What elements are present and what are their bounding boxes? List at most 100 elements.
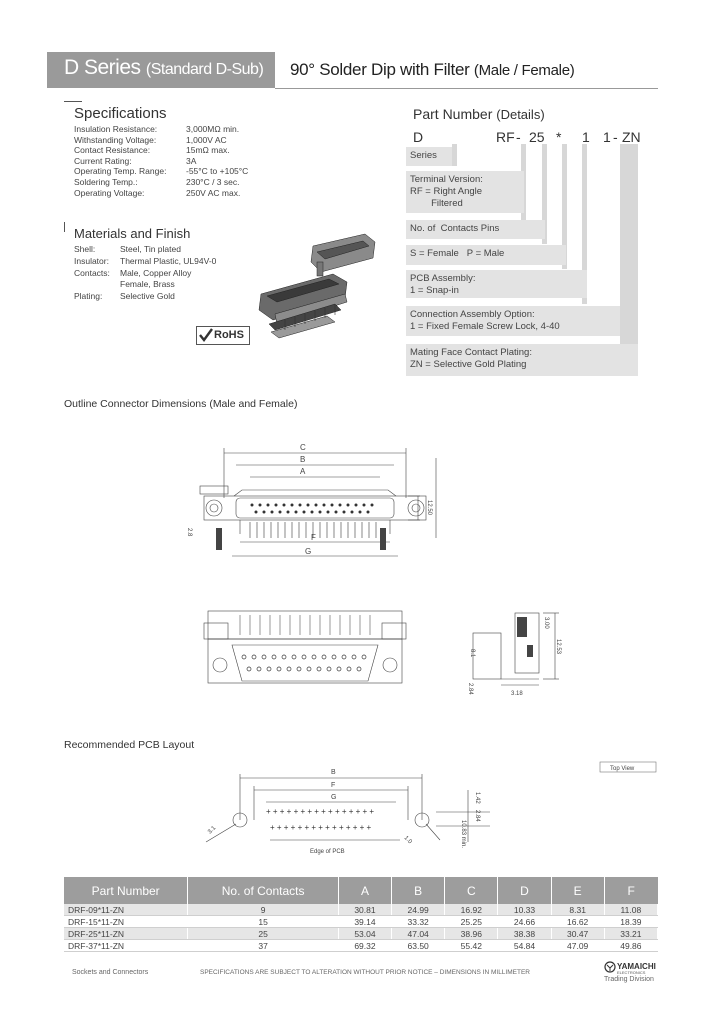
svg-text:+ + + + + + + + + + + + + + +: + + + + + + + + + + + + + + + + xyxy=(266,807,374,816)
section-tick-2 xyxy=(64,222,65,232)
rohs-text: RoHS xyxy=(214,329,244,341)
top-view-label: Top View xyxy=(610,766,635,772)
material-value: Steel, Tin plated xyxy=(120,244,181,254)
part-number-box: Terminal Version: RF = Right Angle Filte… xyxy=(406,171,524,213)
series-note: (Standard D-Sub) xyxy=(145,61,264,78)
part-code-segment: * xyxy=(556,129,562,145)
pcb-dim-284-label: 2.84 xyxy=(474,810,480,822)
brand-name: YAMAICHI xyxy=(617,962,656,971)
table-cell: 16.62 xyxy=(551,915,605,928)
edge-of-pcb-label: Edge of PCB xyxy=(310,849,345,855)
table-cell: 25 xyxy=(187,927,339,940)
spec-value: 3A xyxy=(186,155,197,166)
part-number-title: Part Number (Details) xyxy=(413,106,545,122)
column-header: C xyxy=(444,877,499,904)
header-band xyxy=(47,52,275,88)
part-number-box: Mating Face Contact Plating: ZN = Select… xyxy=(406,344,638,376)
part-code-segment: - xyxy=(516,129,521,145)
pcb-dim-31-label: 3.1 xyxy=(207,825,218,836)
pcb-dim-142-label: 1.42 xyxy=(474,792,480,804)
product-subtitle: 90° Solder Dip with Filter (Male / Femal… xyxy=(290,60,575,80)
table-cell: 53.04 xyxy=(338,927,393,940)
pcb-dim-10-label: 1.0 xyxy=(403,835,414,846)
table-cell: 25.25 xyxy=(444,915,499,928)
part-number-cell: DRF-15*11-ZN xyxy=(64,915,189,928)
part-number-box: S = Female P = Male xyxy=(406,245,566,265)
dim-1253-label: 12.53 xyxy=(555,639,561,655)
column-header: F xyxy=(604,877,658,904)
part-code-segment: 1 xyxy=(603,129,611,145)
dim-g-label: G xyxy=(305,547,311,556)
table-cell: 47.04 xyxy=(391,927,446,940)
table-cell: 39.14 xyxy=(338,915,393,928)
dim-f-label: F xyxy=(311,533,316,542)
spec-value: 15mΩ max. xyxy=(186,145,230,156)
pcb-layout-drawing: Top View + + + + + + + + + + + + + + + +… xyxy=(205,761,657,855)
part-code-segment: - xyxy=(613,129,618,145)
outline-profile-drawing: 3.00 8.1 12.53 2.84 3.18 xyxy=(467,612,561,697)
dim-284-label: 2.84 xyxy=(467,683,473,695)
material-value: Selective Gold xyxy=(120,291,175,302)
spec-value: 3,000MΩ min. xyxy=(186,124,240,134)
column-header: B xyxy=(391,877,446,904)
part-code-segment: 25 xyxy=(529,129,545,145)
material-key: Plating: xyxy=(74,291,103,302)
table-cell: 10.33 xyxy=(497,904,552,916)
connector-photo xyxy=(258,233,376,339)
spec-key: Withstanding Voltage: xyxy=(74,134,157,145)
column-header: Part Number xyxy=(64,877,189,904)
pcb-dim-1083-label: 10.83 min. xyxy=(460,820,466,848)
pcb-dim-f-label: F xyxy=(331,782,335,789)
series-name: D Series xyxy=(64,56,141,79)
outline-front-drawing xyxy=(203,610,407,684)
dim-28-label: 2.8 xyxy=(186,528,192,537)
part-code-segment: D xyxy=(413,129,424,145)
table-cell: 18.39 xyxy=(604,915,659,928)
material-key: Shell: xyxy=(74,244,96,254)
column-header: D xyxy=(497,877,552,904)
part-number-box: PCB Assembly: 1 = Snap-in xyxy=(406,270,587,298)
part-number-cell: DRF-09*11-ZN xyxy=(64,904,189,916)
spec-value: 250V AC max. xyxy=(186,187,241,198)
part-code-segment: ZN xyxy=(622,129,641,145)
table-cell: 24.66 xyxy=(497,915,552,928)
table-cell: 47.09 xyxy=(551,939,605,952)
table-cell: 63.50 xyxy=(391,939,446,952)
column-header: No. of Contacts xyxy=(187,877,339,904)
table-cell: 15 xyxy=(187,915,339,928)
dim-c-label: C xyxy=(300,443,306,452)
table-cell: 38.96 xyxy=(444,927,499,940)
table-cell: 30.47 xyxy=(551,927,605,940)
section-tick xyxy=(64,101,82,102)
material-value: Female, Brass xyxy=(120,279,175,290)
table-cell: 55.42 xyxy=(444,939,499,952)
materials-title: Materials and Finish xyxy=(74,226,191,241)
pcb-dim-g-label: G xyxy=(331,794,336,801)
table-cell: 8.31 xyxy=(551,904,605,916)
part-number-title-note: (Details) xyxy=(496,107,545,122)
table-cell: 30.81 xyxy=(338,904,393,916)
part-number-cell: DRF-37*11-ZN xyxy=(64,939,189,952)
table-cell: 24.99 xyxy=(391,904,446,916)
part-number-box: Connection Assembly Option: 1 = Fixed Fe… xyxy=(406,306,620,336)
dim-300-label: 3.00 xyxy=(543,617,549,629)
subtitle-text: 90° Solder Dip with Filter xyxy=(290,60,470,79)
spec-value: 1,000V AC xyxy=(186,134,227,145)
part-number-cell: DRF-25*11-ZN xyxy=(64,927,189,940)
yamaichi-logo-icon xyxy=(604,961,616,973)
table-cell: 33.32 xyxy=(391,915,446,928)
part-number-box: No. of Contacts Pins xyxy=(406,220,545,239)
outline-caption: Outline Connector Dimensions (Male and F… xyxy=(64,398,298,410)
spec-key: Insulation Resistance: xyxy=(74,124,158,134)
svg-text:+ + + + + + + + + + + + + + +: + + + + + + + + + + + + + + + xyxy=(270,823,372,832)
spec-key: Contact Resistance: xyxy=(74,145,151,156)
dim-b-label: B xyxy=(300,455,305,464)
spec-key: Soldering Temp.: xyxy=(74,177,138,187)
table-cell: 69.32 xyxy=(338,939,393,952)
footer-center: SPECIFICATIONS ARE SUBJECT TO ALTERATION… xyxy=(200,969,530,976)
